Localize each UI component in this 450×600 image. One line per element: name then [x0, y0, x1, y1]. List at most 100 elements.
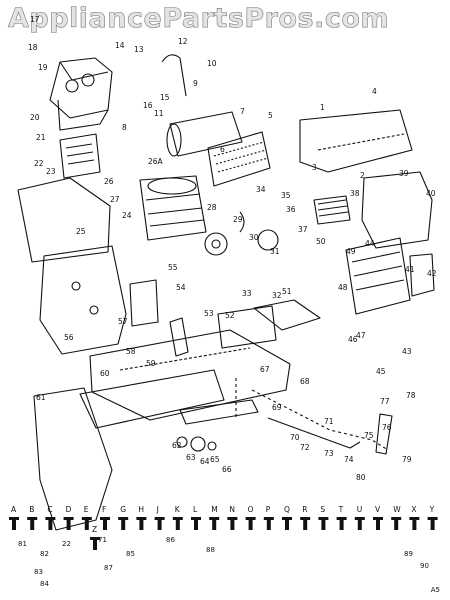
bolt-icon	[27, 517, 38, 530]
hardware-number-88: 88	[206, 546, 215, 554]
callout-66: 66	[222, 465, 232, 474]
alignment-line-a	[251, 389, 389, 451]
callout-33: 33	[242, 289, 252, 298]
callout-61: 61	[36, 393, 46, 402]
callout-36: 36	[286, 205, 296, 214]
bolt-icon	[427, 517, 438, 530]
bolt-icon	[63, 517, 74, 530]
callout-52: 52	[225, 311, 235, 320]
muffler	[169, 111, 243, 157]
page-code: A5	[430, 586, 440, 594]
housing-ribs	[351, 251, 405, 291]
bolt-icon	[172, 517, 183, 530]
callout-15: 15	[160, 93, 170, 102]
callout-10: 10	[207, 59, 217, 68]
pulley-hub	[211, 239, 221, 249]
callout-49: 49	[346, 247, 356, 256]
bolt-icon	[45, 517, 56, 530]
grille-panel	[313, 195, 351, 225]
hardware-letter-v: V	[375, 505, 381, 514]
hardware-number-81: 81	[18, 540, 27, 548]
callout-17: 17	[30, 15, 40, 24]
callout-35: 35	[281, 191, 291, 200]
engine-top	[147, 177, 197, 195]
heat-shield	[207, 131, 271, 187]
bolt-icon	[263, 517, 274, 530]
bolt-icon	[9, 517, 19, 530]
callout-6: 6	[220, 145, 225, 154]
callout-14: 14	[115, 41, 125, 50]
channel-bracket	[253, 299, 321, 331]
steering-column	[169, 317, 189, 357]
hardware-number-85: 85	[126, 550, 135, 558]
gauge-b	[81, 73, 95, 87]
bolt-icon	[227, 517, 238, 530]
callout-24: 24	[122, 211, 132, 220]
hardware-letter-m: M	[211, 505, 217, 514]
dash-panel-edge	[59, 61, 109, 81]
side-rail-left	[17, 177, 111, 263]
hardware-number-84: 84	[40, 580, 49, 588]
bolt-icon	[409, 517, 420, 530]
callout-71: 71	[324, 417, 334, 426]
front-frame-plate	[39, 245, 127, 355]
hardware-letter-t: T	[338, 505, 344, 514]
bolt-icon	[318, 517, 329, 530]
callout-42: 42	[427, 269, 437, 278]
washer	[176, 436, 188, 448]
callout-65: 65	[210, 455, 220, 464]
callout-79: 79	[402, 455, 412, 464]
callout-41: 41	[405, 265, 415, 274]
hardware-letter-f: F	[102, 505, 106, 514]
callout-30: 30	[249, 233, 259, 242]
clutch-ring	[257, 229, 279, 251]
callout-76: 76	[382, 423, 392, 432]
callout-29: 29	[233, 215, 243, 224]
tie-rod	[267, 417, 361, 449]
callout-18: 18	[28, 43, 38, 52]
hardware-number-86: 86	[166, 536, 175, 544]
hardware-letter-b: B	[29, 505, 34, 514]
hardware-letter-s: S	[320, 505, 325, 514]
callout-70: 70	[290, 433, 300, 442]
bolt-icon	[154, 517, 165, 530]
rear-fender-plate	[33, 387, 113, 531]
bolt-icon	[100, 517, 110, 530]
hardware-letter-h: H	[138, 505, 144, 514]
headlight-housing	[345, 237, 411, 315]
hood-vents	[317, 133, 405, 151]
hardware-letter-y: Y	[429, 505, 435, 514]
hardware-letter-n: N	[229, 505, 235, 514]
callout-9: 9	[193, 79, 198, 88]
callout-5: 5	[268, 111, 273, 120]
callout-69: 69	[272, 403, 282, 412]
grille-bars	[317, 199, 349, 217]
callout-4: 4	[372, 87, 377, 96]
callout-20: 20	[30, 113, 40, 122]
bolt-icon	[391, 517, 402, 530]
callout-73: 73	[324, 449, 334, 458]
callout-3: 3	[312, 163, 317, 172]
callout-67: 67	[260, 365, 270, 374]
callout-68: 68	[300, 377, 310, 386]
front-axle	[179, 399, 259, 425]
bolt-icon	[90, 537, 100, 550]
callout-44: 44	[365, 239, 375, 248]
frame-holes	[119, 347, 251, 371]
hardware-letter-k: K	[175, 505, 181, 514]
hardware-letter-d: D	[66, 505, 72, 514]
hardware-letter-a: A	[11, 505, 17, 514]
strap-plate	[129, 279, 159, 327]
engine-fins	[145, 193, 205, 227]
exhaust-pipe	[161, 54, 187, 97]
callout-2: 2	[360, 171, 365, 180]
main-frame	[89, 329, 291, 421]
hardware-number-90: 90	[420, 562, 429, 570]
nut	[207, 441, 217, 451]
callout-80: 80	[356, 473, 366, 482]
hardware-letter-z: Z	[92, 525, 97, 534]
callout-59: 59	[146, 359, 156, 368]
callout-48: 48	[338, 283, 348, 292]
